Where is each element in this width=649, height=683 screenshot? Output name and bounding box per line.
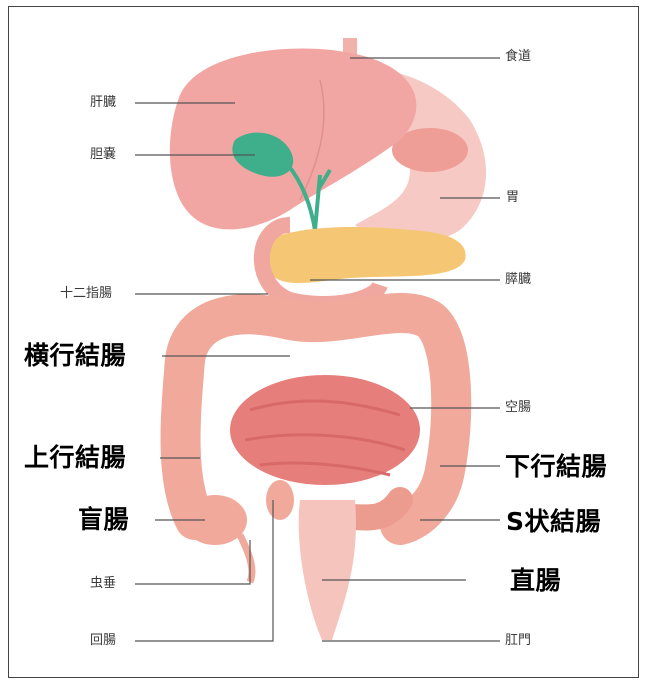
label-rectum: 直腸 bbox=[510, 566, 562, 595]
label-esophagus: 食道 bbox=[505, 49, 532, 64]
label-liver: 肝臓 bbox=[90, 95, 117, 110]
small-intestine-folds bbox=[244, 399, 406, 477]
cecum-shape bbox=[183, 495, 247, 545]
label-gallbladder: 胆嚢 bbox=[90, 147, 117, 162]
leader-lines bbox=[135, 57, 500, 642]
pancreas-shape bbox=[268, 227, 466, 283]
appendix-shape bbox=[236, 533, 256, 584]
large-intestine-shape bbox=[160, 293, 472, 545]
label-jejunum: 空腸 bbox=[505, 400, 532, 415]
liver-shape bbox=[169, 48, 417, 230]
label-ileum: 回腸 bbox=[90, 633, 117, 648]
label-pancreas: 膵臓 bbox=[505, 272, 532, 287]
gallbladder-shape bbox=[232, 132, 294, 177]
label-stomach: 胃 bbox=[506, 190, 520, 205]
label-cecum: 盲腸 bbox=[78, 505, 130, 534]
bile-duct-shape bbox=[286, 163, 332, 231]
label-anus: 肛門 bbox=[505, 633, 532, 648]
label-ascending-colon: 上行結腸 bbox=[24, 443, 127, 472]
label-duodenum: 十二指腸 bbox=[60, 286, 113, 301]
label-sigmoid-colon: S状結腸 bbox=[506, 507, 602, 536]
ileum-end-shape bbox=[266, 480, 294, 520]
stomach-fundus-shape bbox=[392, 128, 468, 172]
liver-lobe-line bbox=[299, 79, 325, 201]
label-appendix: 虫垂 bbox=[90, 576, 117, 591]
rectum-shape bbox=[298, 500, 356, 640]
label-transverse-colon: 横行結腸 bbox=[24, 341, 127, 370]
small-intestine-shape bbox=[230, 375, 420, 485]
label-descending-colon: 下行結腸 bbox=[505, 452, 608, 481]
